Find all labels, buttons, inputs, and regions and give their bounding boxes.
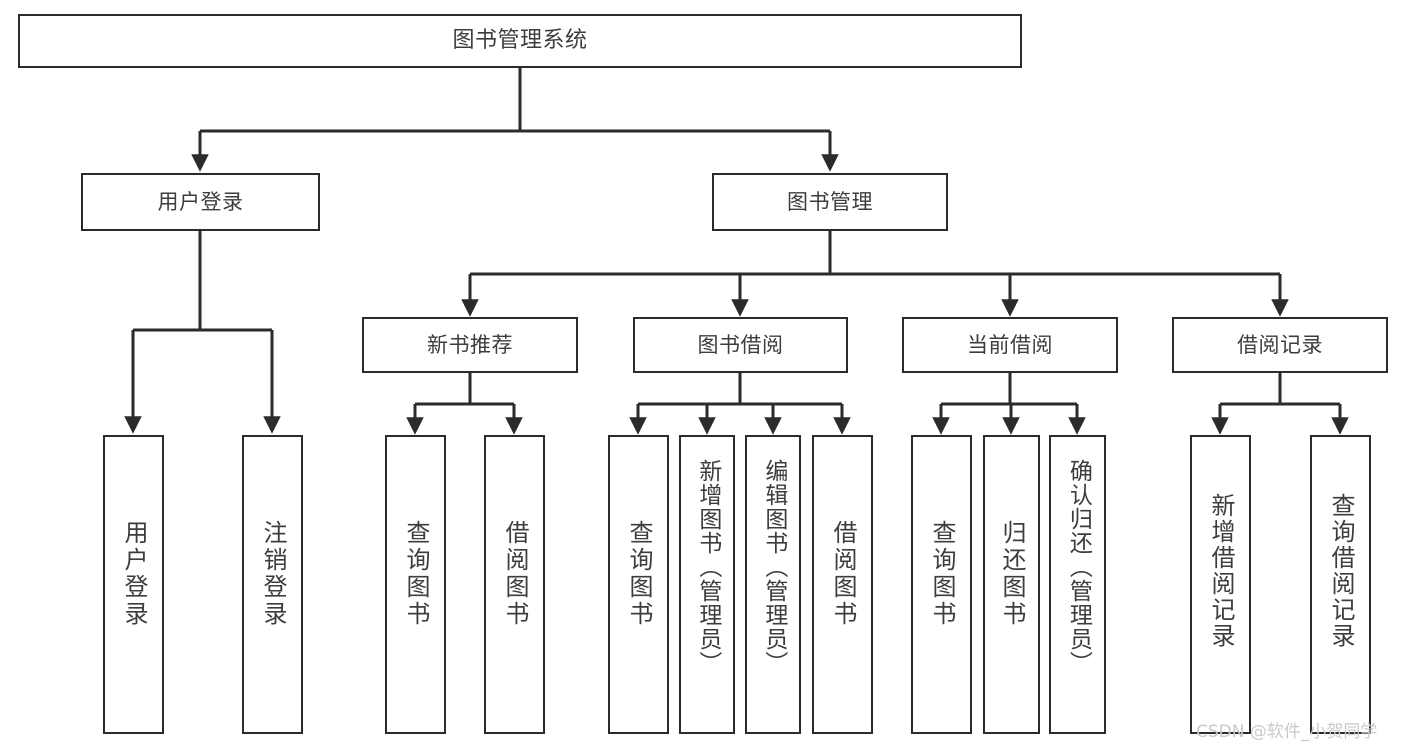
leaf-node-label: 归还图书 <box>997 519 1026 628</box>
node-borrow-record[interactable]: 借阅记录 <box>1172 317 1388 373</box>
leaf-node[interactable]: 查询图书 <box>385 435 446 734</box>
leaf-node[interactable]: 新增图书（管理员） <box>679 435 735 734</box>
node-new-book-recommend-label: 新书推荐 <box>427 332 513 357</box>
leaf-node-label: 确认归还（管理员） <box>1065 459 1092 676</box>
leaf-node[interactable]: 确认归还（管理员） <box>1049 435 1106 734</box>
leaf-node-label: 注销登录 <box>258 519 287 628</box>
node-user-login-label: 用户登录 <box>157 189 244 214</box>
leaf-node-label: 新增借阅记录 <box>1206 492 1235 649</box>
leaf-node-label: 查询图书 <box>624 519 653 628</box>
leaf-node[interactable]: 查询图书 <box>911 435 972 734</box>
leaf-node[interactable]: 查询图书 <box>608 435 669 734</box>
leaf-node-label: 查询图书 <box>927 519 956 628</box>
node-root-label: 图书管理系统 <box>452 28 588 53</box>
node-root[interactable]: 图书管理系统 <box>18 14 1022 68</box>
node-book-borrow-label: 图书借阅 <box>697 332 784 357</box>
leaf-node[interactable]: 编辑图书（管理员） <box>745 435 801 734</box>
leaf-node-label: 新增图书（管理员） <box>694 459 721 676</box>
leaf-node[interactable]: 新增借阅记录 <box>1190 435 1251 734</box>
csdn-watermark: CSDN @软件_小贺同学 <box>1196 722 1378 742</box>
leaf-node[interactable]: 归还图书 <box>983 435 1040 734</box>
node-current-borrow-label: 当前借阅 <box>967 332 1053 357</box>
node-new-book-recommend[interactable]: 新书推荐 <box>362 317 578 373</box>
node-user-login[interactable]: 用户登录 <box>81 173 320 231</box>
leaf-node-label: 借阅图书 <box>500 519 529 628</box>
leaf-node[interactable]: 借阅图书 <box>812 435 873 734</box>
leaf-node-label: 借阅图书 <box>828 519 857 628</box>
leaf-node-label: 用户登录 <box>119 519 148 628</box>
node-borrow-record-label: 借阅记录 <box>1237 332 1323 357</box>
leaf-node-label: 查询图书 <box>401 519 430 628</box>
node-book-management[interactable]: 图书管理 <box>712 173 948 231</box>
leaf-node[interactable]: 注销登录 <box>242 435 303 734</box>
node-book-borrow[interactable]: 图书借阅 <box>633 317 848 373</box>
leaf-node[interactable]: 借阅图书 <box>484 435 545 734</box>
leaf-node[interactable]: 用户登录 <box>103 435 164 734</box>
leaf-node-label: 编辑图书（管理员） <box>760 459 787 676</box>
leaf-node[interactable]: 查询借阅记录 <box>1310 435 1371 734</box>
node-current-borrow[interactable]: 当前借阅 <box>902 317 1118 373</box>
leaf-node-label: 查询借阅记录 <box>1326 492 1355 649</box>
node-book-management-label: 图书管理 <box>787 189 873 214</box>
